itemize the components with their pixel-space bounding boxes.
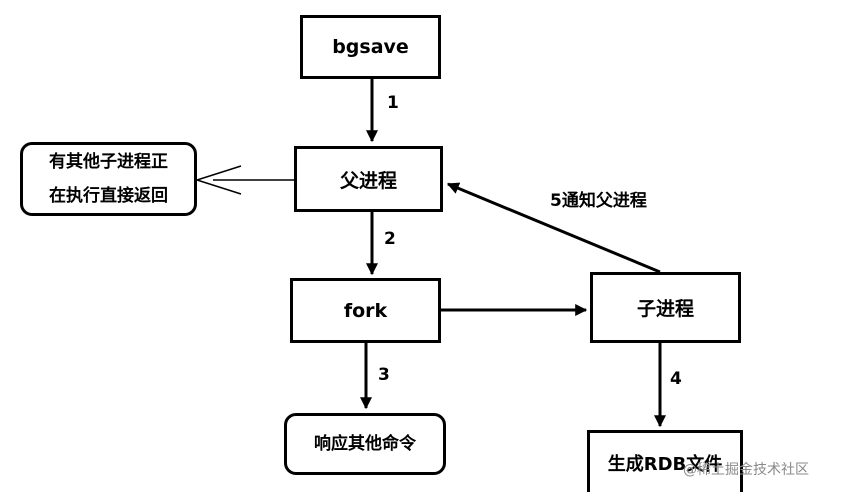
respond-other-commands-box: 响应其他命令 (284, 413, 446, 475)
edge-label-2: 2 (384, 229, 396, 249)
child-process-box: 子进程 (590, 272, 741, 343)
open-arrow-parent-to-other (194, 165, 294, 195)
edge-label-5: 5通知父进程 (550, 191, 647, 211)
fork-box: fork (290, 278, 441, 343)
generate-rdb-label: 生成RDB文件 (607, 453, 723, 475)
edge-label-3: 3 (378, 365, 390, 385)
respond-other-commands-label: 响应其他命令 (314, 434, 416, 454)
generate-rdb-box: 生成RDB文件 (587, 430, 743, 492)
child-process-label: 子进程 (636, 298, 694, 320)
fork-label: fork (343, 299, 388, 322)
edge-label-1: 1 (387, 93, 399, 113)
parent-process-box: 父进程 (294, 146, 443, 212)
watermark: @稀土掘金技术社区 (683, 462, 809, 478)
edge-label-4: 4 (670, 369, 682, 389)
bgsave-label: bgsave (332, 36, 409, 58)
other-child-running-line2: 在执行直接返回 (49, 186, 168, 206)
other-child-running-line1: 有其他子进程正 (49, 152, 168, 172)
parent-process-label: 父进程 (339, 169, 397, 192)
arrow-child-to-parent (446, 182, 661, 274)
other-child-running-box: 有其他子进程正 在执行直接返回 (20, 142, 197, 216)
bgsave-box: bgsave (300, 15, 441, 79)
